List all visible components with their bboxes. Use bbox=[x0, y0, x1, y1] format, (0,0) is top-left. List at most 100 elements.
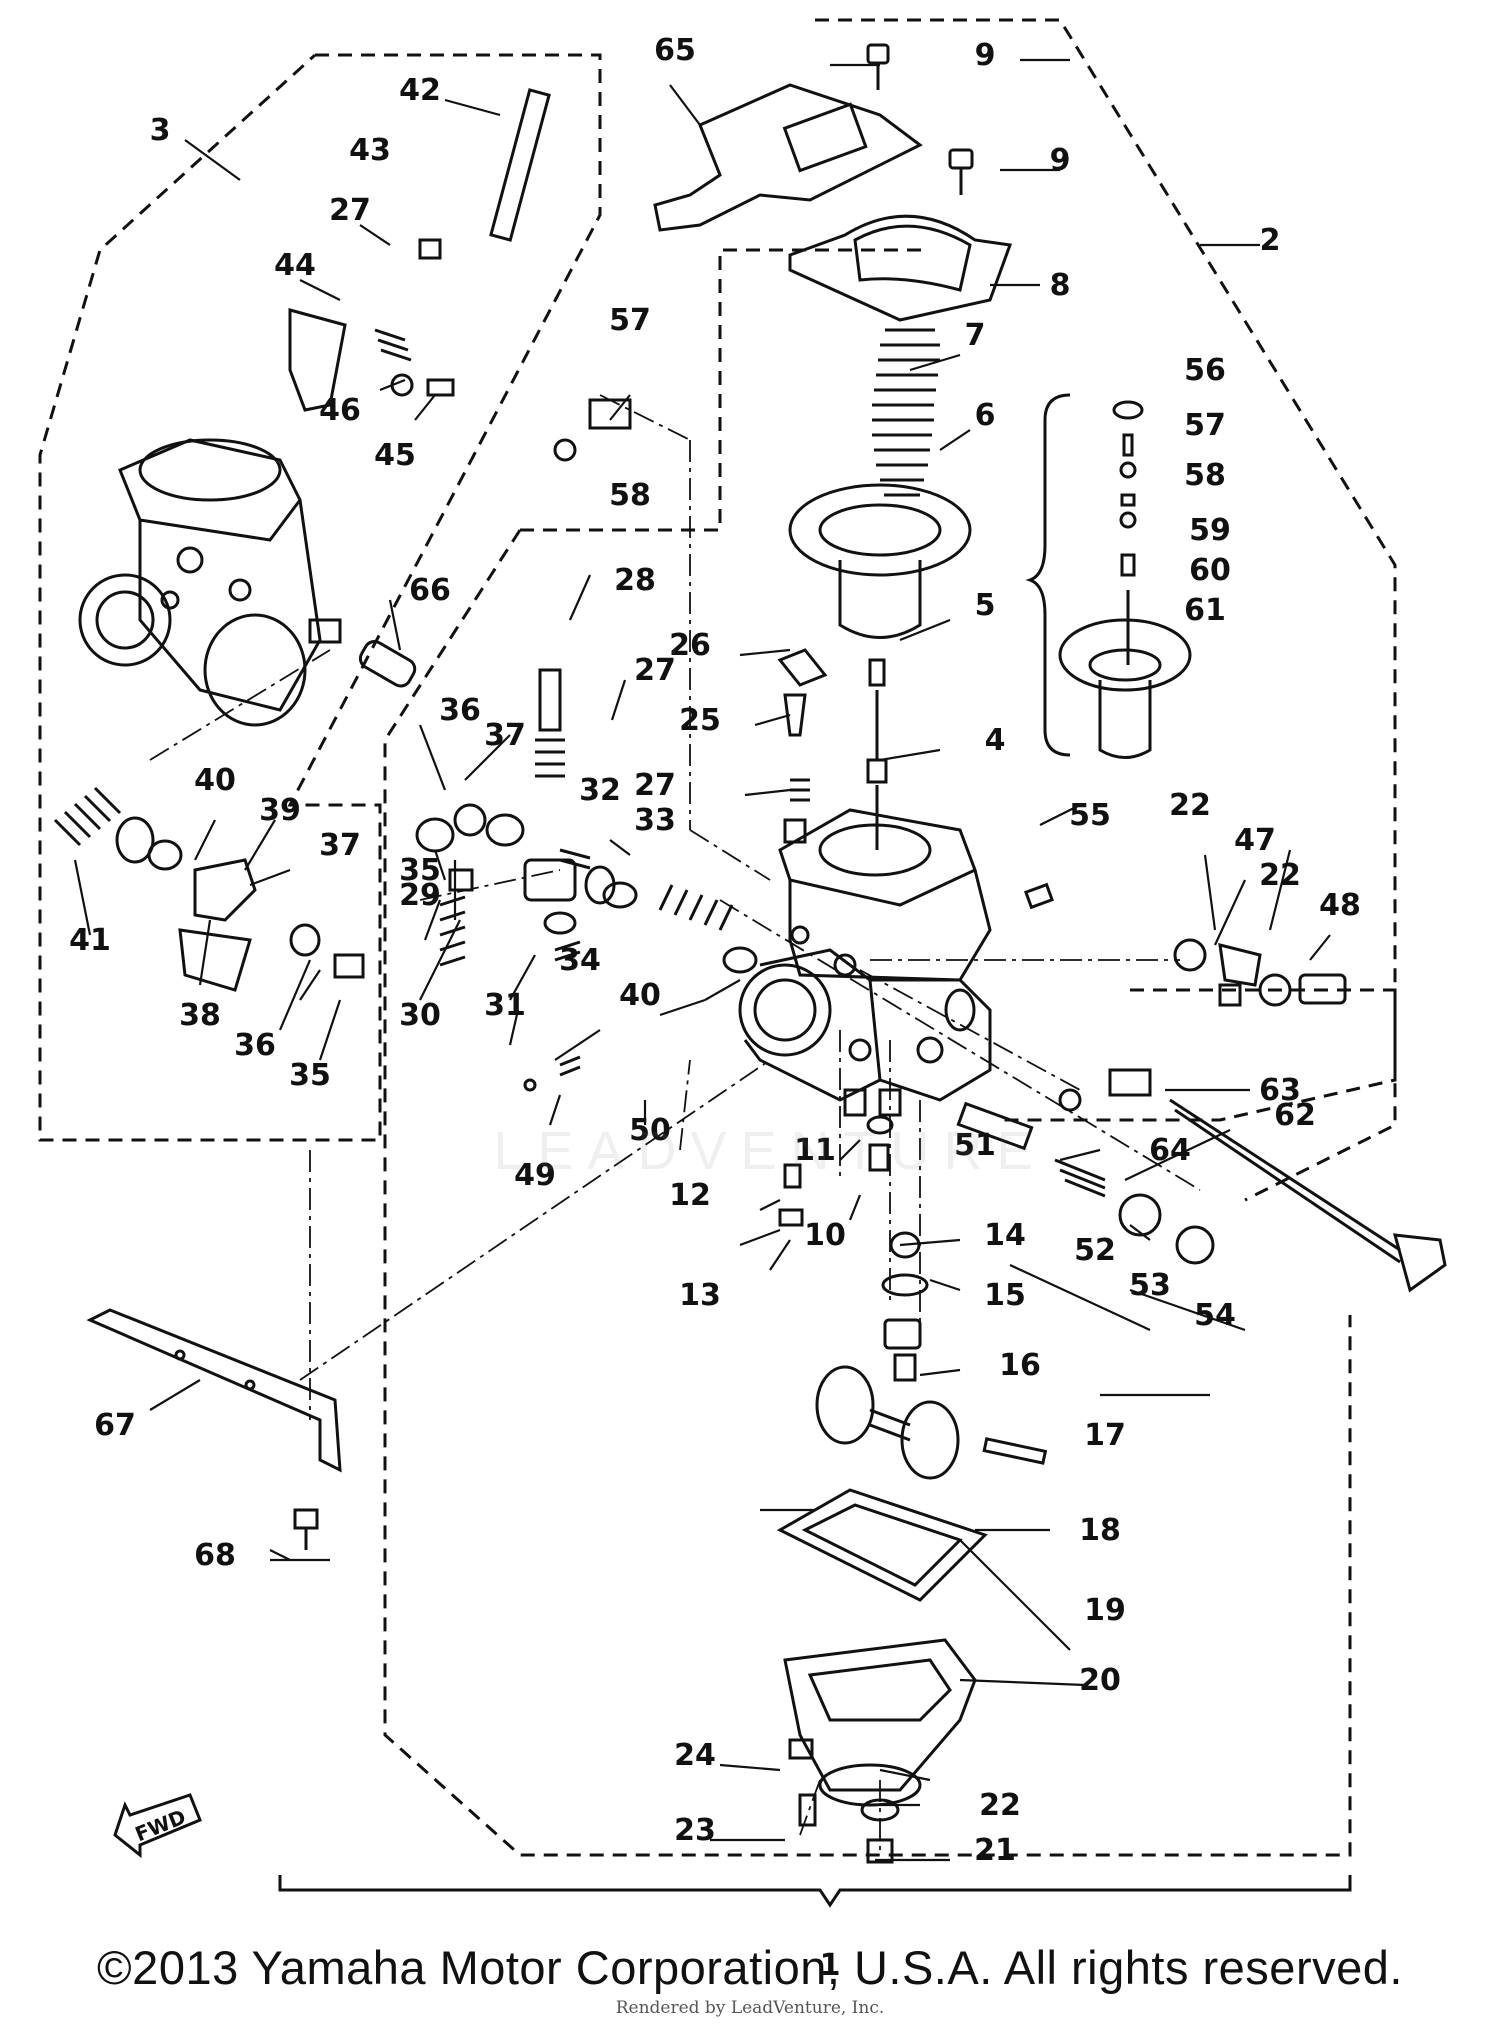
part-label: 68 bbox=[194, 1538, 236, 1573]
bracket-needle-group bbox=[1025, 393, 1071, 757]
part-label: 40 bbox=[619, 978, 661, 1013]
part-label: 58 bbox=[609, 478, 651, 513]
part-label: 65 bbox=[654, 33, 696, 68]
part-label: 2 bbox=[1260, 223, 1281, 258]
part-label: 5 bbox=[975, 588, 996, 623]
bracket-1 bbox=[278, 1875, 1352, 1908]
part-label: 51 bbox=[954, 1128, 996, 1163]
part-label: 53 bbox=[1129, 1268, 1171, 1303]
part-label: 46 bbox=[319, 393, 361, 428]
part-label: 28 bbox=[614, 563, 656, 598]
part-label: 62 bbox=[1274, 1098, 1316, 1133]
part-label: 25 bbox=[679, 703, 721, 738]
part-label: 14 bbox=[984, 1218, 1026, 1253]
part-label: 29 bbox=[399, 878, 441, 913]
part-label: 50 bbox=[629, 1113, 671, 1148]
part-label: 40 bbox=[194, 763, 236, 798]
part-label: 64 bbox=[1149, 1133, 1191, 1168]
part-label: 48 bbox=[1319, 888, 1361, 923]
part-label: 22 bbox=[1259, 858, 1301, 893]
part-label: 45 bbox=[374, 438, 416, 473]
part-label: 11 bbox=[794, 1133, 836, 1168]
part-label: 30 bbox=[399, 998, 441, 1033]
part-label: 55 bbox=[1069, 798, 1111, 833]
part-number-labels: 1234567899101112131415161718192021222222… bbox=[69, 33, 1361, 1983]
part-label: 57 bbox=[1184, 408, 1226, 443]
part-label: 17 bbox=[1084, 1418, 1126, 1453]
part-label: 10 bbox=[804, 1218, 846, 1253]
fwd-arrow-icon bbox=[113, 1793, 202, 1859]
part-label: 27 bbox=[329, 193, 371, 228]
part-label: 6 bbox=[975, 398, 996, 433]
part-20-float-chamber bbox=[783, 1638, 977, 1792]
rendered-by-credit: Rendered by LeadVenture, Inc. bbox=[615, 1998, 885, 2018]
part-label: 36 bbox=[439, 693, 481, 728]
part-label: 12 bbox=[669, 1178, 711, 1213]
copyright-notice: ©2013 Yamaha Motor Corporation, U.S.A. A… bbox=[97, 1941, 1403, 1994]
part-label: 58 bbox=[1184, 458, 1226, 493]
part-label: 59 bbox=[1189, 513, 1231, 548]
part-label: 15 bbox=[984, 1278, 1026, 1313]
part-19-gasket bbox=[776, 1488, 988, 1602]
part-label: 61 bbox=[1184, 593, 1226, 628]
group-3-outline bbox=[38, 53, 602, 1142]
part-label: 44 bbox=[274, 248, 316, 283]
part-label: 57 bbox=[609, 303, 651, 338]
part-label: 41 bbox=[69, 923, 111, 958]
part-label: 43 bbox=[349, 133, 391, 168]
part-label: 56 bbox=[1184, 353, 1226, 388]
part-label: 9 bbox=[975, 38, 996, 73]
part-label: 16 bbox=[999, 1348, 1041, 1383]
part-label: 38 bbox=[179, 998, 221, 1033]
part-label: 39 bbox=[259, 793, 301, 828]
part-label: 20 bbox=[1079, 1663, 1121, 1698]
part-label: 7 bbox=[965, 318, 986, 353]
group-sub-outline bbox=[1000, 988, 1397, 1122]
part-label: 66 bbox=[409, 573, 451, 608]
part-label: 52 bbox=[1074, 1233, 1116, 1268]
part-label: 42 bbox=[399, 73, 441, 108]
part-label: 8 bbox=[1050, 268, 1071, 303]
carburetor-assembly-left bbox=[78, 438, 342, 727]
part-label: 35 bbox=[289, 1058, 331, 1093]
part-label: 4 bbox=[985, 723, 1006, 758]
part-label: 49 bbox=[514, 1158, 556, 1193]
part-label: 60 bbox=[1189, 553, 1231, 588]
part-51 bbox=[956, 1101, 1034, 1151]
part-65-bracket bbox=[653, 83, 923, 232]
group-1-outline bbox=[520, 248, 930, 532]
part-label: 22 bbox=[979, 1788, 1021, 1823]
part-label: 26 bbox=[669, 628, 711, 663]
part-label: 24 bbox=[674, 1738, 716, 1773]
part-62-throttle-shaft bbox=[1169, 1098, 1401, 1252]
part-34-spring bbox=[658, 884, 734, 931]
part-label: 47 bbox=[1234, 823, 1276, 858]
part-label: 1 bbox=[820, 1948, 841, 1983]
part-label: 23 bbox=[674, 1813, 716, 1848]
part-label: 36 bbox=[234, 1028, 276, 1063]
part-label: 27 bbox=[634, 653, 676, 688]
part-label: 9 bbox=[1050, 143, 1071, 178]
part-44-lever bbox=[288, 308, 347, 412]
part-67-bracket bbox=[86, 1308, 342, 1473]
part-label: 3 bbox=[150, 113, 171, 148]
carburetor-body bbox=[738, 808, 992, 1117]
part-label: 13 bbox=[679, 1278, 721, 1313]
part-label: 19 bbox=[1084, 1593, 1126, 1628]
part-label: 33 bbox=[634, 803, 676, 838]
part-label: 22 bbox=[1169, 788, 1211, 823]
part-label: 18 bbox=[1079, 1513, 1121, 1548]
part-label: 21 bbox=[974, 1833, 1016, 1868]
part-7-spring bbox=[872, 328, 940, 497]
part-42-shaft bbox=[489, 88, 551, 242]
group-1-outline-left bbox=[383, 529, 1352, 1857]
watermark: LEADVENTURE bbox=[493, 1121, 1047, 1181]
part-label: 31 bbox=[484, 988, 526, 1023]
part-label: 32 bbox=[579, 773, 621, 808]
part-label: 67 bbox=[94, 1408, 136, 1443]
part-label: 35 bbox=[399, 853, 441, 888]
part-label: 37 bbox=[319, 828, 361, 863]
part-8-cover bbox=[788, 214, 1013, 322]
part-label: 37 bbox=[484, 718, 526, 753]
